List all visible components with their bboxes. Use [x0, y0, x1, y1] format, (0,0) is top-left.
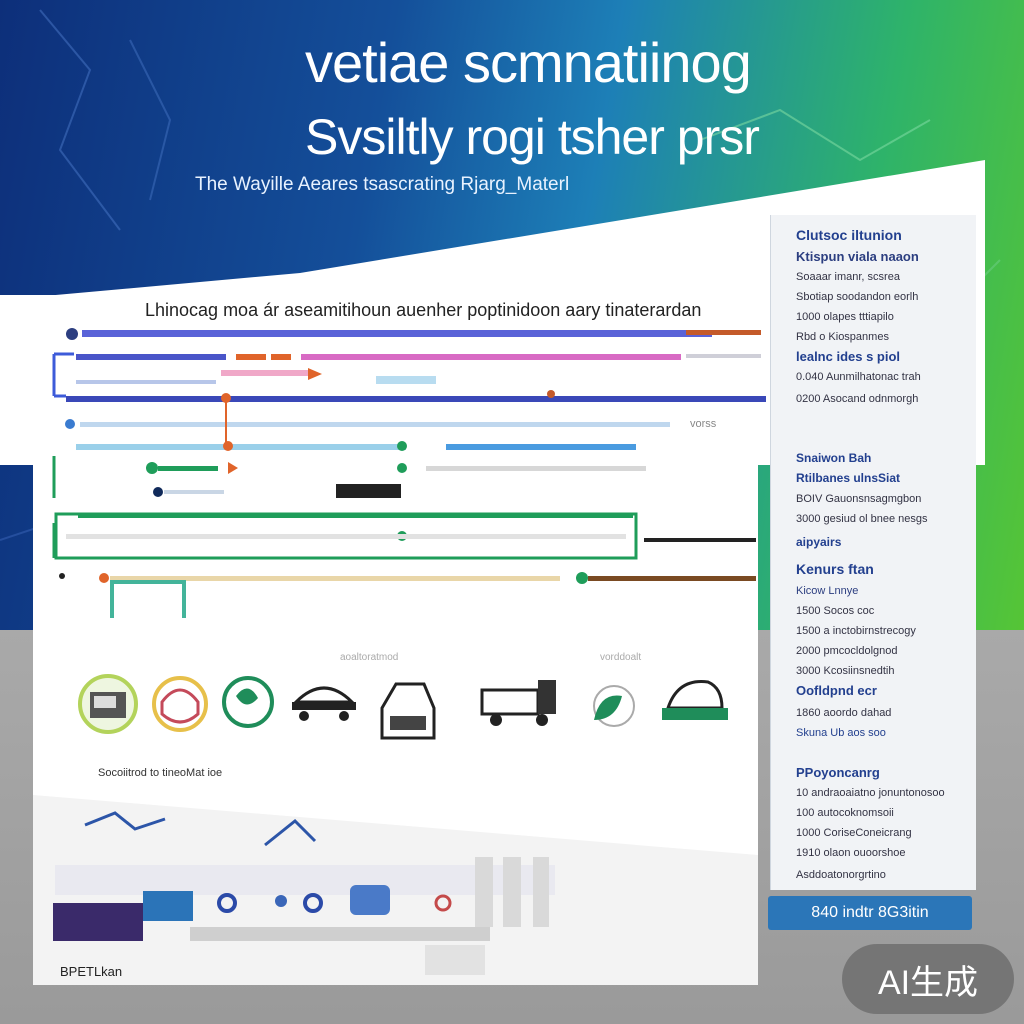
- sidebar-action-button[interactable]: 840 indtr 8G3itin: [768, 896, 972, 930]
- vehicle-icon: [78, 674, 138, 734]
- sidebar-item[interactable]: 0.040 Aunmilhatonac trah: [796, 371, 921, 383]
- sidebar-item[interactable]: Soaaar imanr, scsrea: [796, 271, 900, 283]
- machine-icon: [380, 682, 436, 740]
- sidebar-item[interactable]: 2000 pmcocldolgnod: [796, 645, 898, 657]
- sidebar-item[interactable]: 1000 CoriseConeicrang: [796, 827, 912, 839]
- sidebar-footer: Asddoatonorgrtino: [796, 869, 886, 881]
- bottom-label: BPETLkan: [60, 964, 123, 979]
- sidebar-item[interactable]: 1860 aoordo dahad: [796, 707, 892, 719]
- sidebar-item[interactable]: 1500 a inctobirnstrecogy: [796, 625, 916, 637]
- hero-title-line1: vetiae scmnatiinog: [305, 31, 752, 94]
- sidebar-subheading: Kicow Lnnye: [796, 585, 859, 597]
- ai-generated-badge: AI生成: [842, 944, 1014, 1014]
- helmet-icon: [152, 676, 208, 732]
- truck-icon: [480, 680, 556, 726]
- hero-title-line2: Svsiltly rogi tsher prsr: [305, 109, 760, 165]
- sidebar-subheading: Ktispun viala naaon: [796, 249, 919, 264]
- hero-subtitle: The Wayille Aeares tsascrating Rjarg_Mat…: [195, 174, 570, 195]
- sidebar-item[interactable]: BOIV Gauonsnsagmgbon: [796, 493, 922, 505]
- sidebar-subheading: Rtilbanes ulnsSiat: [796, 471, 901, 485]
- icon-row: [70, 668, 750, 758]
- globe-icon: [222, 676, 274, 728]
- sidebar-item[interactable]: 3000 gesiud ol bnee nesgs: [796, 513, 928, 525]
- gantt-row-label: vorss: [690, 418, 717, 430]
- sidebar-item[interactable]: Sbotiap soodandon eorlh: [796, 291, 919, 303]
- sidebar-item[interactable]: 10 andraoaiatno jonuntonosoo: [796, 787, 945, 799]
- sidebar-item[interactable]: 3000 Kcosiinsnedtih: [796, 665, 895, 677]
- icon-caption: Socoiitrod to tineoMat ioe: [98, 767, 223, 779]
- sidebar-item[interactable]: Rbd o Kiospanmes: [796, 331, 889, 343]
- sidebar-heading: Snaiwon Bah: [796, 451, 872, 465]
- sidebar-item[interactable]: 1000 olapes tttiapilo: [796, 311, 894, 323]
- leaf-icon: [593, 685, 635, 727]
- gantt-sub-label-1: aoaltoratmod: [340, 652, 399, 663]
- sidebar-item[interactable]: Skuna Ub aos soo: [796, 727, 886, 739]
- sidebar-heading: Kenurs ftan: [796, 561, 874, 577]
- chart-title: Lhinocag moa ár aseamitihoun auenher pop…: [145, 300, 702, 320]
- gantt-chart: [52, 328, 766, 618]
- gantt-sub-label-2: vorddoalt: [600, 652, 642, 663]
- sidebar-item[interactable]: 100 autocoknomsoii: [796, 807, 894, 819]
- loader-icon: [662, 680, 728, 720]
- sidebar-item[interactable]: 1910 olaon ouoorshoe: [796, 847, 906, 859]
- sidebar-heading: PPoyoncanrg: [796, 765, 880, 780]
- sidebar-heading: Clutsoc iltunion: [796, 227, 902, 243]
- sidebar-item[interactable]: 1500 Socos coc: [796, 605, 875, 617]
- sidebar-heading: Oofldpnd ecr: [796, 683, 877, 698]
- sidebar: Clutsoc iltunion Ktispun viala naaon Soa…: [770, 215, 976, 890]
- sidebar-heading: aipyairs: [796, 535, 842, 549]
- cart-icon: [292, 686, 356, 721]
- sidebar-heading: lealnc ides s piol: [796, 349, 901, 364]
- sidebar-item[interactable]: 0200 Asocand odnmorgh: [796, 393, 919, 405]
- bottom-illustration: [53, 811, 555, 975]
